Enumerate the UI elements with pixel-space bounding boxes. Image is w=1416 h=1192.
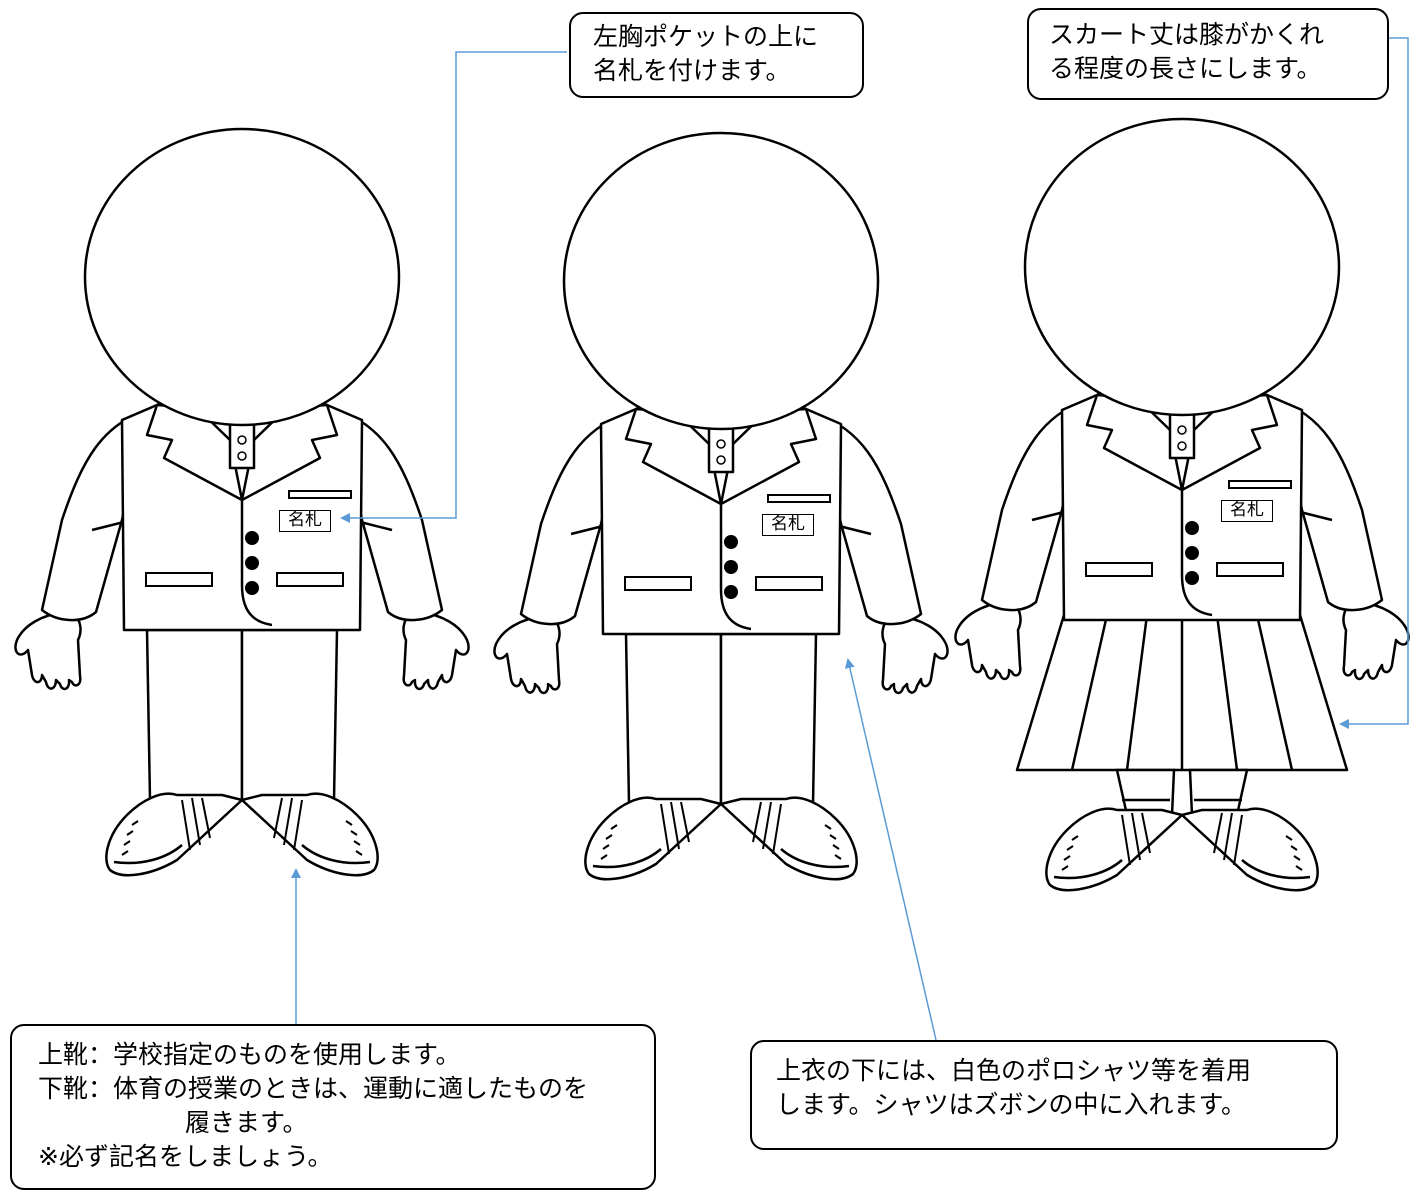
shirt-callout-line-2: します。シャツはズボンの中に入れます。 xyxy=(776,1090,1247,1119)
boy-uniform-center-figure xyxy=(493,131,949,881)
nametag-leader-arrow xyxy=(340,51,567,523)
shoes-callout-line-4: ※必ず記名をしましょう。 xyxy=(38,1142,333,1171)
girl-uniform-right-figure xyxy=(954,117,1410,892)
nametag-callout: 左胸ポケットの上に 名札を付けます。 xyxy=(569,12,864,98)
shoes-callout-line-3: 履きます。 xyxy=(185,1108,308,1137)
name-tag-2: 名札 xyxy=(762,514,814,536)
shirt-callout: 上衣の下には、白色のポロシャツ等を着用 します。シャツはズボンの中に入れます。 xyxy=(750,1040,1338,1150)
name-tag-1: 名札 xyxy=(279,510,331,532)
shirt-callout-line-1: 上衣の下には、白色のポロシャツ等を着用 xyxy=(776,1056,1252,1085)
name-tag-3: 名札 xyxy=(1221,500,1273,522)
nametag-callout-line-2: 名札を付けます。 xyxy=(593,56,791,85)
skirt-callout-line-2: る程度の長さにします。 xyxy=(1049,54,1322,83)
shoes-callout-line-2: 下靴：体育の授業のときは、運動に適したものを xyxy=(38,1074,589,1103)
skirt-callout-line-1: スカート丈は膝がかくれ xyxy=(1049,20,1325,49)
shoes-callout-line-1: 上靴：学校指定のものを使用します。 xyxy=(38,1040,461,1069)
skirt-callout: スカート丈は膝がかくれ る程度の長さにします。 xyxy=(1027,8,1389,100)
nametag-callout-line-1: 左胸ポケットの上に xyxy=(593,22,819,51)
skirt-leader-arrow xyxy=(1339,37,1409,729)
boy-uniform-left-figure xyxy=(14,127,470,877)
shoes-callout: 上靴：学校指定のものを使用します。 下靴：体育の授業のときは、運動に適したものを… xyxy=(10,1024,656,1190)
shirt-leader-arrow xyxy=(844,658,937,1041)
